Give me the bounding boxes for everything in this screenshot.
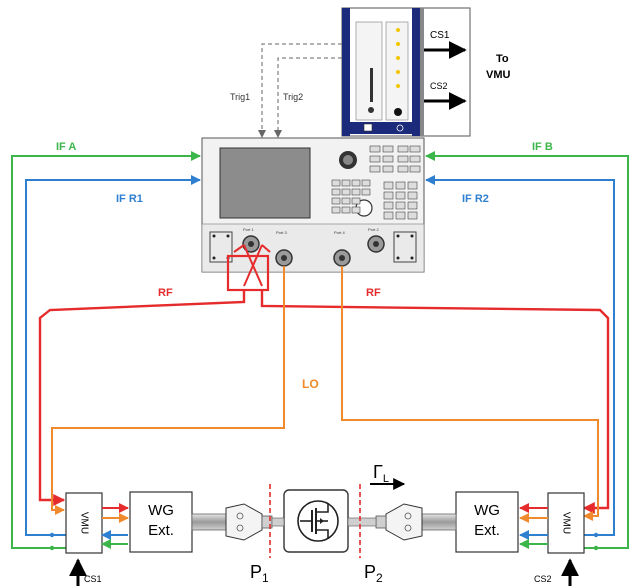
vmu-target-label: VMU bbox=[486, 69, 511, 81]
port3-label: Port 3 bbox=[276, 230, 287, 235]
wg-ext-left: WG Ext. bbox=[129, 491, 193, 553]
if-r1-label: IF R1 bbox=[116, 193, 143, 205]
if-a-label: IF A bbox=[56, 141, 76, 153]
if-b-label: IF B bbox=[532, 141, 553, 153]
p1-label: P1 bbox=[250, 562, 269, 585]
trig1-label: Trig1 bbox=[230, 92, 250, 102]
rf-switch bbox=[226, 244, 271, 292]
trig2-label: Trig2 bbox=[283, 92, 303, 102]
cs1-bottom-label: CS1 bbox=[84, 574, 102, 584]
port1-label: Port 1 bbox=[243, 227, 254, 232]
wg-right-line1: WG bbox=[474, 502, 500, 519]
if-r2-label: IF R2 bbox=[462, 193, 489, 205]
lo-label: LO bbox=[302, 377, 319, 391]
gamma-label: ΓL bbox=[373, 462, 389, 485]
trigger-lines bbox=[261, 43, 342, 136]
vmu-right-label: VMU bbox=[560, 512, 571, 534]
coax-adapter-icon bbox=[375, 503, 423, 541]
wg-ext-right: WG Ext. bbox=[455, 491, 519, 553]
if-r2-line bbox=[425, 175, 615, 536]
port2-label: Port 2 bbox=[368, 227, 379, 232]
cs2-bottom-label: CS2 bbox=[534, 574, 552, 584]
if-b-line bbox=[425, 151, 629, 549]
rf-right-label: RF bbox=[366, 287, 381, 299]
p2-label: P2 bbox=[364, 562, 383, 585]
lo-left-line bbox=[51, 266, 285, 515]
wg-left-line2: Ext. bbox=[148, 522, 174, 539]
if-r1-line bbox=[25, 175, 201, 536]
wg-left-line1: WG bbox=[148, 502, 174, 519]
signal-source-rack bbox=[341, 7, 471, 137]
vmu-right: VMU bbox=[547, 492, 585, 554]
cs2-top-label: CS2 bbox=[430, 81, 448, 91]
rf-left-line bbox=[38, 290, 246, 506]
vmu-left-label: VMU bbox=[78, 512, 89, 534]
coax-adapter-icon bbox=[225, 503, 273, 541]
port4-label: Port 4 bbox=[334, 230, 345, 235]
rf-right-line bbox=[260, 290, 610, 514]
cs1-top-label: CS1 bbox=[430, 30, 450, 41]
rf-left-label: RF bbox=[158, 287, 173, 299]
wg-right-line2: Ext. bbox=[474, 522, 500, 539]
to-label: To bbox=[496, 53, 509, 65]
lo-right-line bbox=[341, 266, 599, 521]
vmu-left: VMU bbox=[65, 492, 103, 554]
transistor-icon bbox=[283, 489, 349, 553]
vna-screen bbox=[219, 147, 311, 219]
if-a-line bbox=[11, 151, 201, 549]
